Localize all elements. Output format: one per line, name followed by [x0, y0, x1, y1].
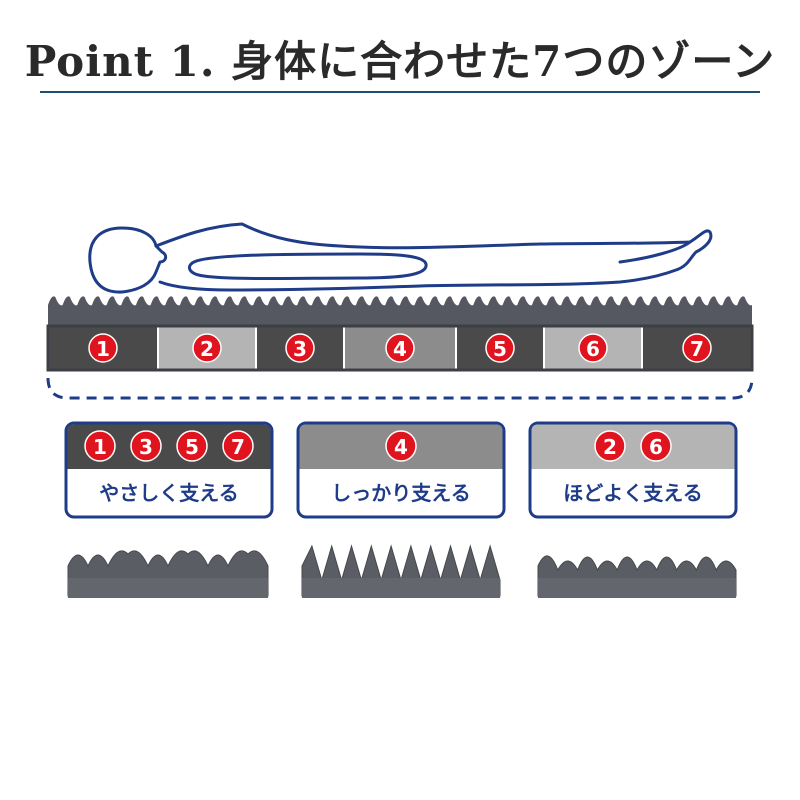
badge-circle [192, 333, 222, 363]
page-title: Point 1. 身体に合わせた7つのゾーン [24, 37, 776, 86]
foam-sample-base [302, 578, 500, 598]
zone-badge-7: 7 [222, 430, 254, 462]
badge-circle [130, 430, 162, 462]
zone-number: 7 [231, 435, 245, 459]
zone-badge-2: 2 [594, 430, 626, 462]
band-top-edge [48, 320, 752, 326]
foam-sample-base [68, 578, 268, 598]
support-group-2: 4 しっかり支える [296, 421, 506, 519]
zone-badge-3: 3 [130, 430, 162, 462]
zone-badge-4: 4 [385, 430, 417, 462]
body-silhouette-icon [88, 222, 713, 294]
zone-badge-5: 5 [485, 333, 515, 363]
zone-number: 3 [293, 337, 307, 361]
zone-badge-1: 1 [84, 430, 116, 462]
zone-badge-1: 1 [88, 333, 118, 363]
zone-badge-5: 5 [176, 430, 208, 462]
badge-circle [385, 333, 415, 363]
zone-badge-6: 6 [578, 333, 608, 363]
badge-circle [578, 333, 608, 363]
support-group-3: 2 6 ほどよく支える [528, 421, 738, 519]
zone-number: 5 [185, 435, 199, 459]
zone-number: 4 [393, 337, 407, 361]
zone-number: 3 [139, 435, 153, 459]
badge-circle [640, 430, 672, 462]
zone-number: 4 [394, 435, 408, 459]
zone-badge-2: 2 [192, 333, 222, 363]
zone-number: 2 [603, 435, 617, 459]
badge-circle [682, 333, 712, 363]
badge-circle [285, 333, 315, 363]
badge-circle [176, 430, 208, 462]
badge-circle [385, 430, 417, 462]
zone-badge-7: 7 [682, 333, 712, 363]
title-underline [40, 91, 760, 93]
foam-samples [67, 544, 737, 598]
support-groups: 1 3 5 7 やさしく支える 4 しっかり支える 2 6 ほどよく支える [64, 421, 738, 519]
zone-number: 1 [93, 435, 107, 459]
badge-circle [485, 333, 515, 363]
badge-circle [88, 333, 118, 363]
badge-circle [84, 430, 116, 462]
group-label: ほどよく支える [563, 481, 702, 505]
badge-circle [222, 430, 254, 462]
group-label: しっかり支える [331, 481, 470, 505]
zone-number: 6 [649, 435, 663, 459]
zone-number: 7 [690, 337, 704, 361]
zone-badge-6: 6 [640, 430, 672, 462]
support-group-1: 1 3 5 7 やさしく支える [64, 421, 274, 519]
zone-badge-4: 4 [385, 333, 415, 363]
foam-sample-base [538, 578, 736, 598]
dashed-bracket [46, 377, 754, 400]
group-label: やさしく支える [99, 481, 238, 505]
zone-number: 1 [96, 337, 110, 361]
group-header [531, 424, 735, 469]
group-header [67, 424, 271, 469]
zone-band: 1 2 3 4 5 6 7 [46, 320, 754, 372]
zone-number: 6 [586, 337, 600, 361]
zone-number: 5 [493, 337, 507, 361]
band-frame [46, 324, 754, 372]
mattress-foam-top [48, 296, 752, 326]
badge-circle [594, 430, 626, 462]
zone-badge-3: 3 [285, 333, 315, 363]
zone-number: 2 [200, 337, 214, 361]
